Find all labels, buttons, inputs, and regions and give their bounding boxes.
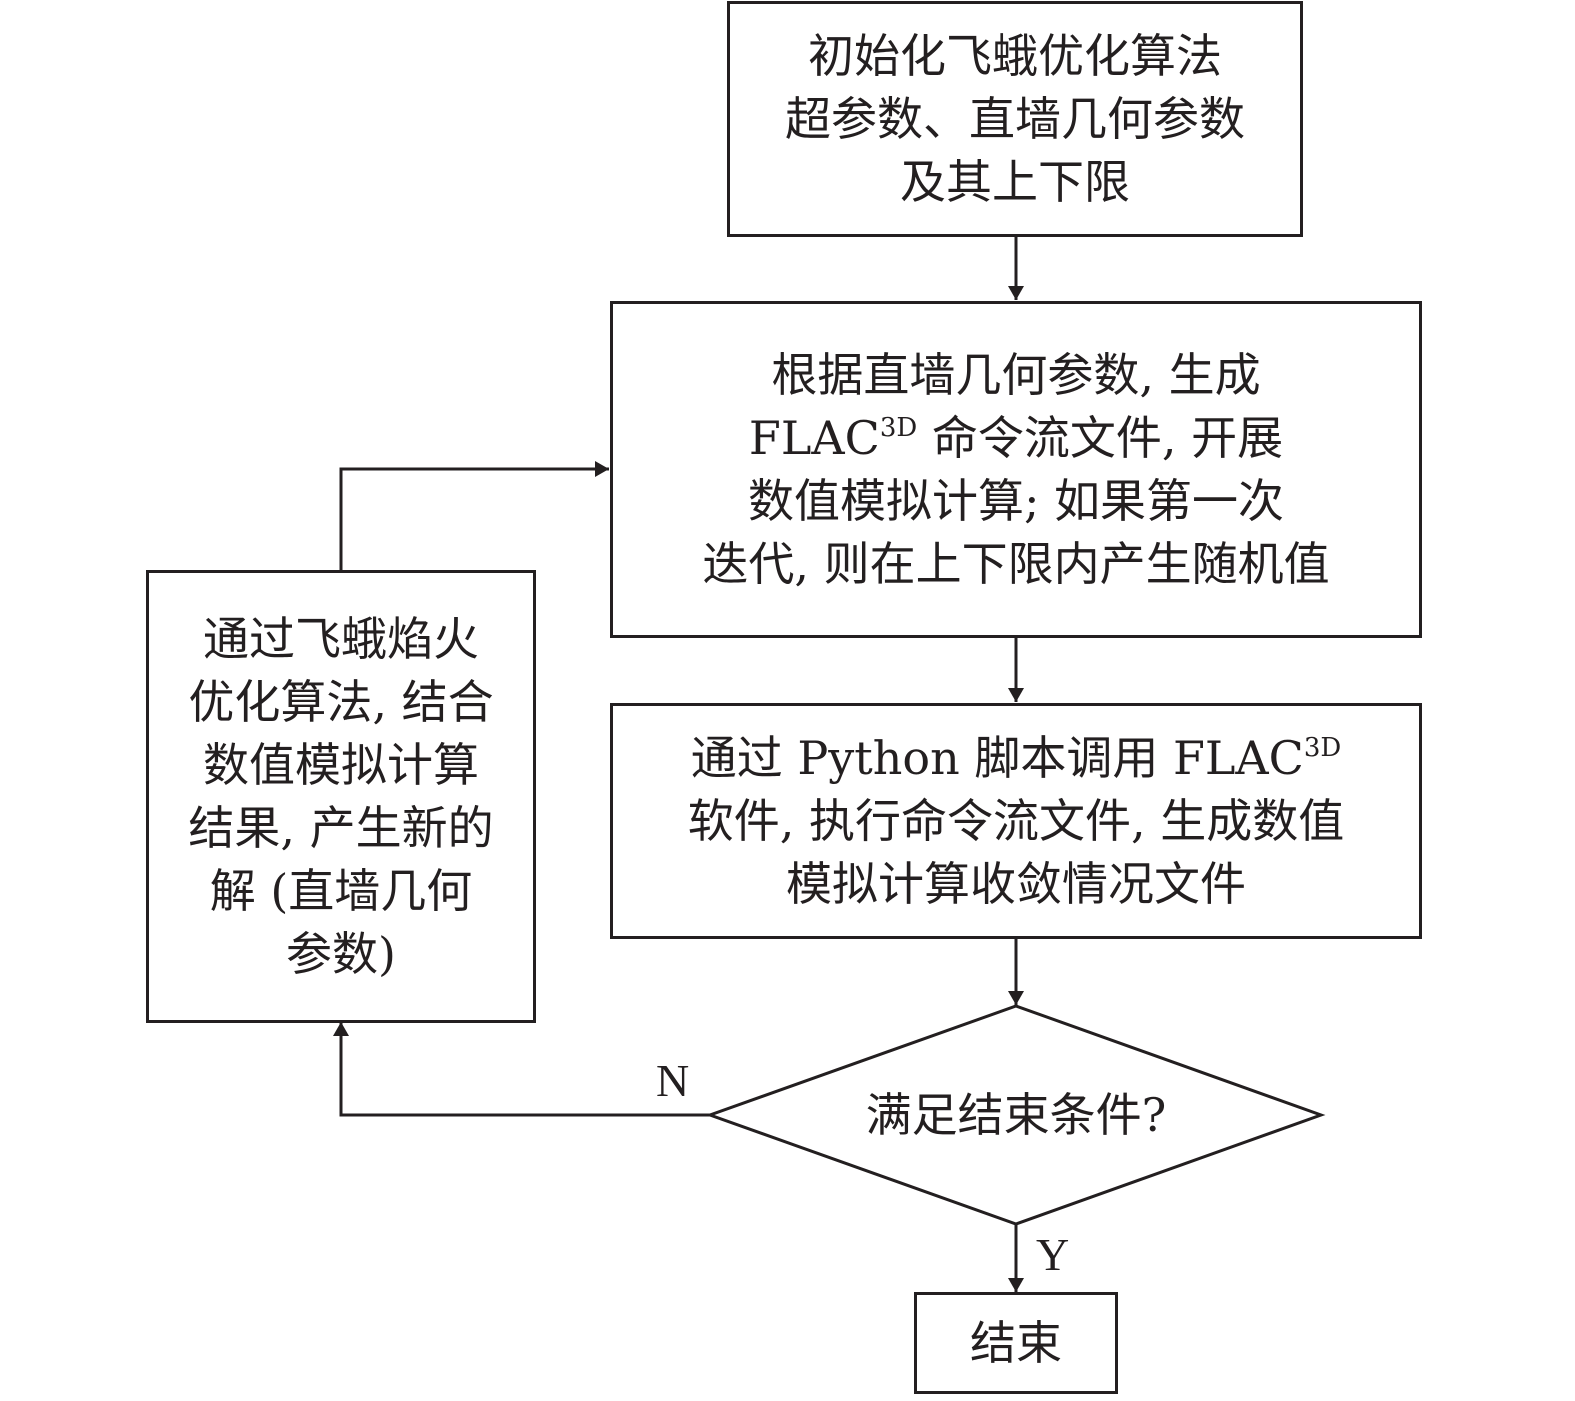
superscript: 3D <box>879 412 918 443</box>
node-execute-line: 模拟计算收敛情况文件 <box>786 853 1246 916</box>
node-execute: 通过 Python 脚本调用 FLAC3D 软件, 执行命令流文件, 生成数值 … <box>610 703 1422 939</box>
edge-label-yes: Y <box>1036 1229 1070 1280</box>
node-init-line: 初始化飞蛾优化算法 <box>808 28 1222 83</box>
edge-label-no: N <box>656 1055 690 1106</box>
text: 根据直墙几何参数, 生成 <box>771 347 1261 402</box>
text: 通过 Python 脚本调用 FLAC <box>690 730 1304 785</box>
node-init-line: 超参数、直墙几何参数 <box>785 91 1245 146</box>
text: 数值模拟计算; 如果第一次 <box>747 473 1285 528</box>
node-update-line: 通过飞蛾焰火 <box>203 611 479 666</box>
edge-update-to-generate <box>339 461 609 570</box>
node-generate-line: 迭代, 则在上下限内产生随机值 <box>702 533 1329 596</box>
node-update-line: 解 (直墙几何 <box>209 863 473 918</box>
edge-decision-to-update <box>333 1022 710 1117</box>
decision-diamond <box>705 1004 1326 1226</box>
superscript: 3D <box>1303 732 1342 763</box>
node-generate-line: 数值模拟计算; 如果第一次 <box>748 470 1284 533</box>
node-generate-line: 根据直墙几何参数, 生成 <box>771 344 1260 407</box>
node-generate-line: FLAC3D 命令流文件, 开展 <box>749 407 1283 470</box>
node-execute-line: 软件, 执行命令流文件, 生成数值 <box>688 790 1345 853</box>
text: 模拟计算收敛情况文件 <box>786 856 1246 911</box>
node-update: 通过飞蛾焰火 优化算法, 结合 数值模拟计算 结果, 产生新的 解 (直墙几何 … <box>146 570 536 1023</box>
decision-text: 满足结束条件? <box>865 1088 1167 1142</box>
text: 迭代, 则在上下限内产生随机值 <box>702 536 1330 591</box>
node-end-text: 结束 <box>970 1315 1062 1370</box>
node-update-line: 参数) <box>286 926 396 981</box>
node-init: 初始化飞蛾优化算法 超参数、直墙几何参数 及其上下限 <box>727 1 1303 237</box>
node-update-line: 优化算法, 结合 <box>188 674 494 729</box>
node-execute-line: 通过 Python 脚本调用 FLAC3D <box>691 727 1342 790</box>
text: 软件, 执行命令流文件, 生成数值 <box>687 793 1345 848</box>
text: FLAC <box>748 410 880 465</box>
node-update-line: 结果, 产生新的 <box>188 800 494 855</box>
node-generate: 根据直墙几何参数, 生成 FLAC3D 命令流文件, 开展 数值模拟计算; 如果… <box>610 301 1422 638</box>
node-end: 结束 <box>914 1292 1118 1394</box>
node-update-line: 数值模拟计算 <box>203 737 479 792</box>
text: 命令流文件, 开展 <box>917 410 1284 465</box>
node-init-line: 及其上下限 <box>900 154 1130 209</box>
